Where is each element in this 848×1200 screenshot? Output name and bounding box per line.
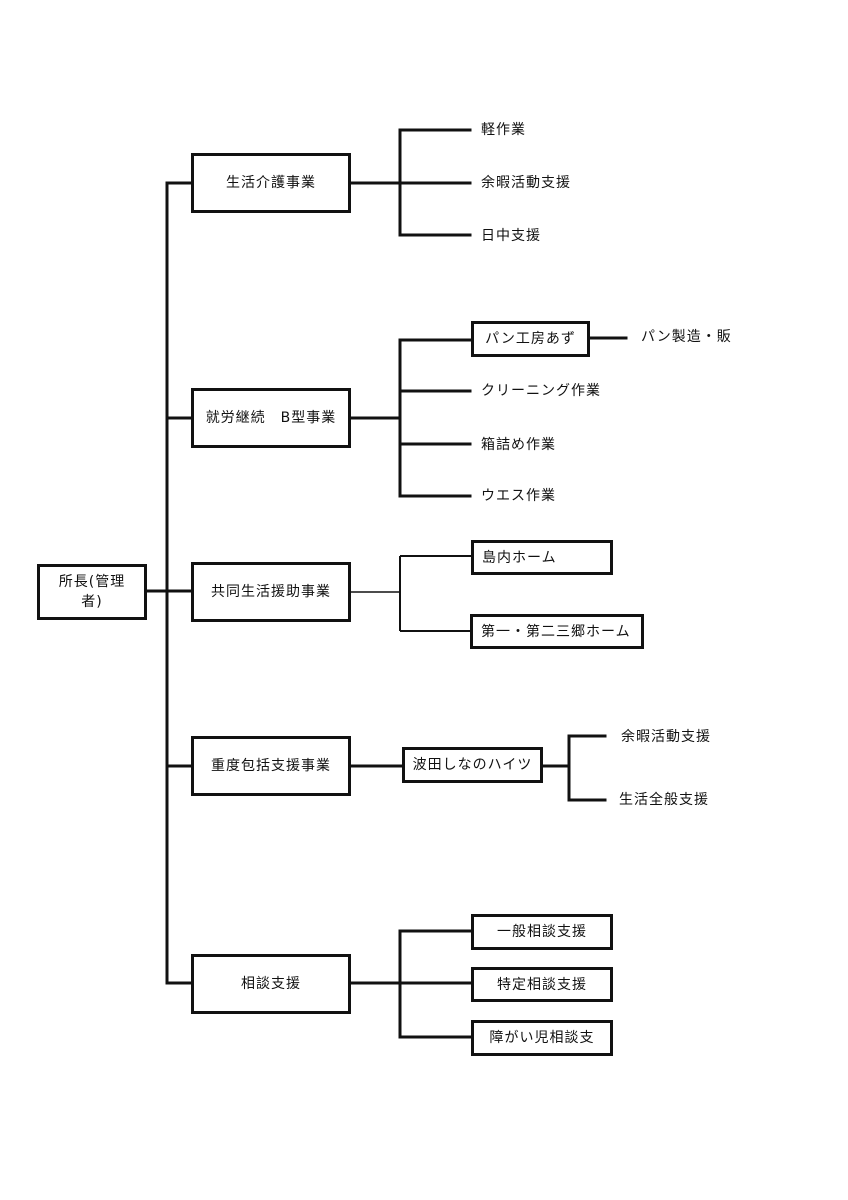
division-label: 就労継続 B型事業: [205, 410, 337, 426]
division-label: 重度包括支援事業: [211, 758, 331, 774]
division-node-employment-b: 就労継続 B型事業: [191, 388, 351, 448]
division-node-group-home: 共同生活援助事業: [191, 562, 351, 622]
root-node-director: 所長(管理 者): [37, 564, 147, 620]
leaf-bread-production: パン製造・販: [641, 329, 732, 345]
leaf-day-support: 日中支援: [481, 228, 541, 244]
leaf-cleaning-work: クリーニング作業: [481, 383, 601, 399]
unit-node-bakery: パン工房あず: [471, 321, 590, 357]
division-node-consultation: 相談支援: [191, 954, 351, 1014]
unit-label: 島内ホーム: [482, 549, 557, 566]
leaf-light-work: 軽作業: [481, 122, 526, 138]
unit-node-hata-heights: 波田しなのハイツ: [402, 747, 543, 783]
division-label: 相談支援: [241, 976, 301, 992]
leaf-leisure-support-2: 余暇活動支援: [621, 729, 711, 745]
unit-label: パン工房あず: [485, 331, 576, 347]
division-label: 生活介護事業: [226, 175, 316, 191]
unit-label: 障がい児相談支: [489, 1030, 595, 1046]
unit-label: 特定相談支援: [497, 976, 587, 993]
division-node-life-care: 生活介護事業: [191, 153, 351, 213]
unit-node-child-consultation: 障がい児相談支: [471, 1020, 613, 1056]
unit-node-shimauchi-home: 島内ホーム: [471, 540, 613, 575]
unit-label: 波田しなのハイツ: [412, 757, 533, 773]
unit-label: 一般相談支援: [497, 924, 587, 940]
root-node-label-line-1: 所長(管理: [58, 574, 126, 590]
division-label: 共同生活援助事業: [211, 584, 331, 600]
root-node-label-line-2: 者): [81, 594, 103, 610]
leaf-packing-work: 箱詰め作業: [481, 437, 556, 453]
unit-node-general-consultation: 一般相談支援: [471, 914, 613, 950]
division-node-severe-support: 重度包括支援事業: [191, 736, 351, 796]
unit-node-specific-consultation: 特定相談支援: [471, 967, 613, 1002]
leaf-waste-cloth-work: ウエス作業: [481, 488, 556, 504]
leaf-leisure-support: 余暇活動支援: [481, 175, 571, 191]
unit-node-misato-home: 第一・第二三郷ホーム: [470, 614, 644, 649]
unit-label: 第一・第二三郷ホーム: [481, 623, 631, 640]
leaf-general-life-support: 生活全般支援: [619, 792, 709, 808]
